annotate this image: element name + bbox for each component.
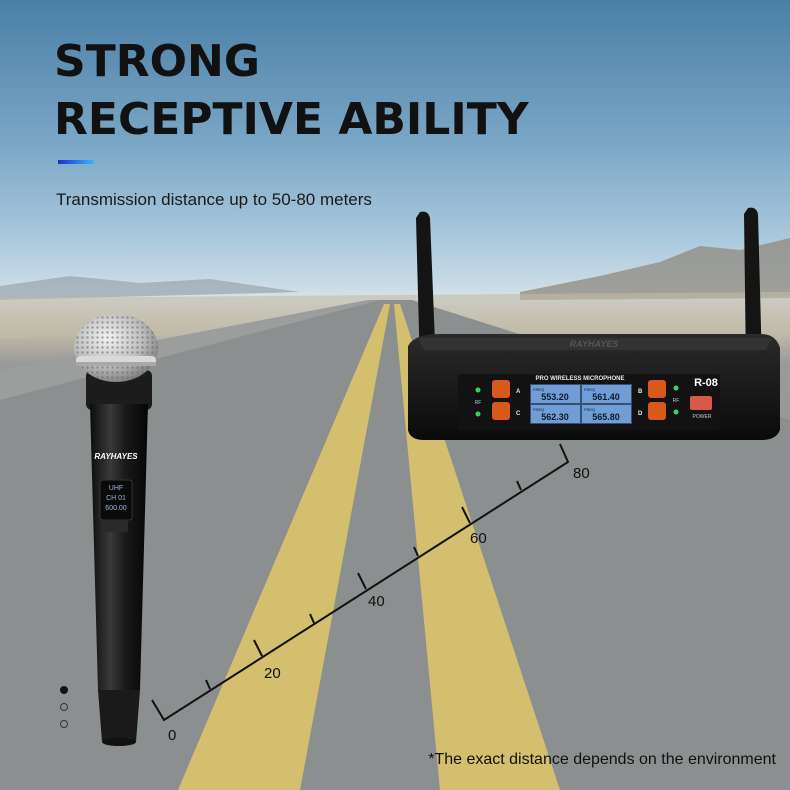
scale-label-80: 80	[573, 465, 590, 482]
rf-label-right: RF	[673, 398, 680, 404]
scale-axis	[151, 443, 570, 722]
scale-tick	[253, 639, 263, 657]
scale-tick	[309, 613, 315, 624]
channel-freq-c: 562.30	[541, 412, 569, 422]
footnote: *The exact distance depends on the envir…	[428, 751, 776, 768]
rf-label-left: RF	[475, 400, 482, 406]
headline-line-1: STRONG	[54, 36, 260, 87]
scale-tick	[461, 506, 471, 524]
receiver-title: PRO WIRELESS MICROPHONE	[535, 376, 624, 382]
power-switch	[690, 396, 712, 410]
scale-label-60: 60	[470, 530, 487, 547]
channel-freq-d: 565.80	[592, 412, 620, 422]
scale-label-0: 0	[168, 727, 176, 744]
button-d	[648, 402, 666, 420]
antenna-left	[416, 211, 436, 370]
rf-led-left-2	[475, 411, 481, 417]
channel-id-d: D	[638, 411, 643, 417]
channel-id-c: C	[516, 411, 521, 417]
pagination-dots	[60, 686, 68, 737]
pagination-dot-2[interactable]	[60, 703, 68, 711]
freq-label-c: FREQ	[533, 407, 544, 412]
channel-id-b: B	[638, 389, 643, 395]
channel-id-a: A	[516, 389, 521, 395]
button-c	[492, 402, 510, 420]
freq-label-d: FREQ	[584, 407, 595, 412]
lane-line-left	[178, 304, 390, 790]
antenna-right	[744, 207, 762, 368]
accent-bar	[58, 160, 94, 164]
mic-brand: RAYHAYES	[94, 452, 138, 461]
freq-label-a: FREQ	[533, 387, 544, 392]
channel-freq-a: 553.20	[541, 392, 569, 402]
button-a	[492, 380, 510, 398]
pagination-dot-1[interactable]	[60, 686, 68, 694]
power-label: POWER	[693, 414, 712, 420]
channel-freq-b: 561.40	[592, 392, 620, 402]
scale-label-20: 20	[264, 665, 281, 682]
freq-label-b: FREQ	[584, 387, 595, 392]
mic-display-line-3: 600.00	[105, 505, 127, 512]
scale-tick	[357, 572, 367, 590]
pagination-dot-3[interactable]	[60, 720, 68, 728]
mountains-left	[0, 276, 300, 300]
rf-led-left	[475, 387, 481, 393]
distance-scale	[151, 443, 570, 722]
scale-tick	[413, 546, 419, 557]
mic-display-line-1: UHF	[109, 485, 123, 492]
mic-display-line-2: CH 01	[106, 495, 126, 502]
scale-tick	[205, 679, 211, 690]
headline-line-2: RECEPTIVE ABILITY	[54, 94, 529, 145]
scale-label-40: 40	[368, 593, 385, 610]
button-b	[648, 380, 666, 398]
receiver-brand: RAYHAYES	[570, 339, 619, 349]
handheld-microphone	[74, 314, 158, 746]
subheadline: Transmission distance up to 50-80 meters	[56, 190, 372, 209]
scale-tick	[516, 480, 522, 491]
receiver-unit	[408, 207, 780, 440]
rf-led-right	[673, 385, 679, 391]
rf-led-right-2	[673, 409, 679, 415]
mountains-right	[520, 238, 790, 300]
receiver-model: R-08	[694, 377, 718, 389]
